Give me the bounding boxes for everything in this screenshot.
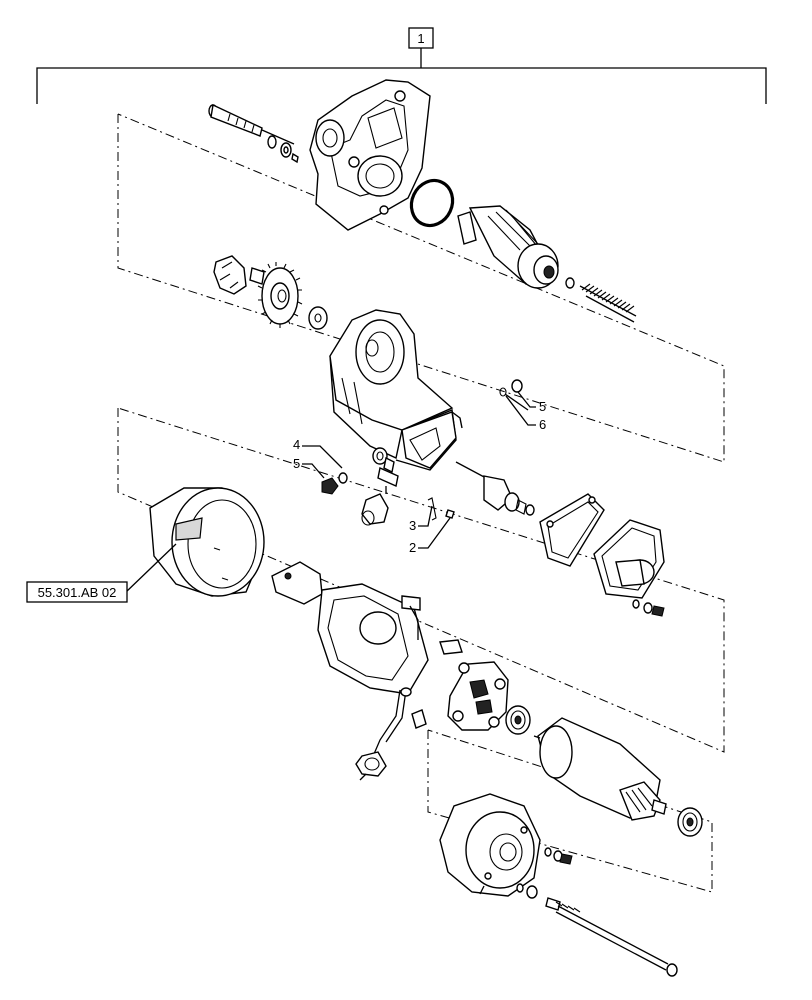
- gear-washer: [308, 306, 328, 330]
- callout-5-left: 5: [293, 456, 325, 479]
- assembly-bracket: [36, 48, 767, 104]
- long-through-bolt: [545, 897, 678, 977]
- return-spring: [579, 283, 637, 323]
- solenoid-cover: [593, 519, 665, 599]
- nut-and-washer-4-5: [321, 472, 348, 495]
- callout-3: 3: [409, 505, 433, 533]
- callout-4-label: 4: [293, 437, 300, 452]
- callout-5-left-label: 5: [293, 456, 300, 471]
- idler-roller: [249, 267, 265, 285]
- brush-holder-frame: [317, 583, 463, 755]
- callout-2-label: 2: [409, 540, 416, 555]
- yoke-field-frame: [149, 487, 265, 597]
- rear-washers: [516, 883, 538, 899]
- assembly-callout-label: 1: [417, 31, 424, 46]
- callout-4: 4: [293, 437, 343, 469]
- callout-6-label: 6: [539, 417, 546, 432]
- armature: [533, 717, 667, 821]
- through-bolt-top: [208, 103, 295, 145]
- center-housing: [329, 309, 463, 471]
- plunger-boot: [361, 493, 389, 526]
- brush-plate: [447, 661, 509, 731]
- field-pole-piece: [271, 561, 323, 605]
- front-housing: [309, 79, 431, 231]
- screw-washer-5-6: [499, 379, 529, 411]
- callout-6: 6: [505, 395, 546, 432]
- terminal-stud: [377, 467, 399, 494]
- reference-leader: [125, 543, 177, 593]
- rear-screw: [544, 847, 573, 865]
- callout-5-right: 5: [517, 391, 546, 414]
- callout-3-label: 3: [409, 518, 416, 533]
- rear-end-frame: [439, 793, 541, 897]
- reference-box: 55.301.AB 02: [26, 581, 128, 603]
- washer-top: [267, 135, 299, 164]
- rear-bearing: [677, 807, 703, 837]
- small-spacer: [411, 709, 427, 729]
- armature-bearing: [505, 705, 531, 735]
- idler-gear-retainer: [213, 255, 247, 295]
- solenoid-gasket: [539, 493, 605, 567]
- idler-gear: [257, 262, 303, 328]
- clip-ring-top: [565, 277, 575, 289]
- cover-screw: [632, 599, 665, 617]
- drive-pinion-clutch: [457, 205, 559, 289]
- callout-2: 2: [409, 517, 451, 555]
- callout-5-right-label: 5: [539, 399, 546, 414]
- o-ring: [409, 178, 455, 228]
- middle-dashed-enclosure: [117, 407, 725, 753]
- plunger-spring-clip: [427, 497, 455, 521]
- terminal-nut-assembly: [372, 447, 395, 474]
- assembly-callout-box: 1: [408, 27, 434, 49]
- reference-box-label: 55.301.AB 02: [38, 585, 117, 600]
- upper-dashed-enclosure: [117, 113, 725, 463]
- lead-terminal: [355, 751, 387, 781]
- solenoid-plunger: [455, 461, 535, 516]
